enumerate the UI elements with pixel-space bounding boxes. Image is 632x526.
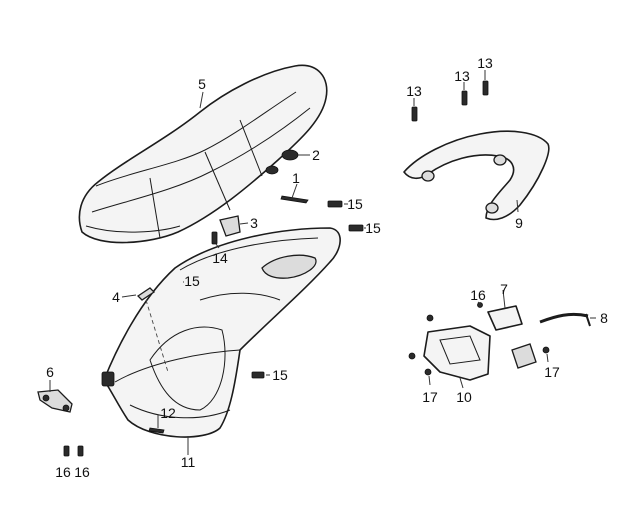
callout-16-right: 16 bbox=[470, 287, 486, 303]
callout-17-right: 17 bbox=[544, 364, 560, 380]
callout-2: 2 bbox=[312, 147, 320, 163]
callout-12: 12 bbox=[160, 405, 176, 421]
callout-17-left: 17 bbox=[422, 389, 438, 405]
callout-15-right: 15 bbox=[365, 220, 381, 236]
callout-1: 1 bbox=[292, 170, 300, 186]
callout-8: 8 bbox=[600, 310, 608, 326]
lens-part bbox=[136, 287, 156, 301]
callout-10: 10 bbox=[456, 389, 472, 405]
mount-bracket-part bbox=[408, 314, 491, 381]
callout-16-left-b: 16 bbox=[74, 464, 90, 480]
left-screw-parts bbox=[63, 445, 84, 457]
callout-5: 5 bbox=[198, 76, 206, 92]
callout-14: 14 bbox=[212, 250, 228, 266]
side-bracket-part bbox=[37, 389, 73, 413]
callout-15-bottom: 15 bbox=[272, 367, 288, 383]
callout-7: 7 bbox=[500, 281, 508, 297]
callout-15-left: 15 bbox=[184, 273, 200, 289]
callout-9: 9 bbox=[515, 215, 523, 231]
callout-13-middle: 13 bbox=[454, 68, 470, 84]
seat-part bbox=[78, 64, 328, 244]
helmet-box-part bbox=[101, 227, 341, 438]
strip-part bbox=[148, 427, 165, 434]
callout-4: 4 bbox=[112, 289, 120, 305]
switch-part bbox=[424, 343, 550, 376]
cable-part bbox=[539, 312, 591, 327]
callout-3: 3 bbox=[250, 215, 258, 231]
callout-11: 11 bbox=[181, 454, 196, 470]
carrier-bolt-parts bbox=[411, 80, 489, 122]
callout-6: 6 bbox=[46, 364, 54, 380]
seat-pin-part bbox=[280, 195, 309, 204]
callout-13-left: 13 bbox=[406, 83, 422, 99]
callout-15-top: 15 bbox=[347, 196, 363, 212]
callout-16-left-a: 16 bbox=[55, 464, 71, 480]
switch-plate-part bbox=[477, 302, 523, 331]
latch-part bbox=[211, 215, 241, 245]
callout-13-right: 13 bbox=[477, 55, 493, 71]
leader-lines bbox=[49, 70, 596, 455]
rear-carrier-part bbox=[403, 130, 550, 221]
